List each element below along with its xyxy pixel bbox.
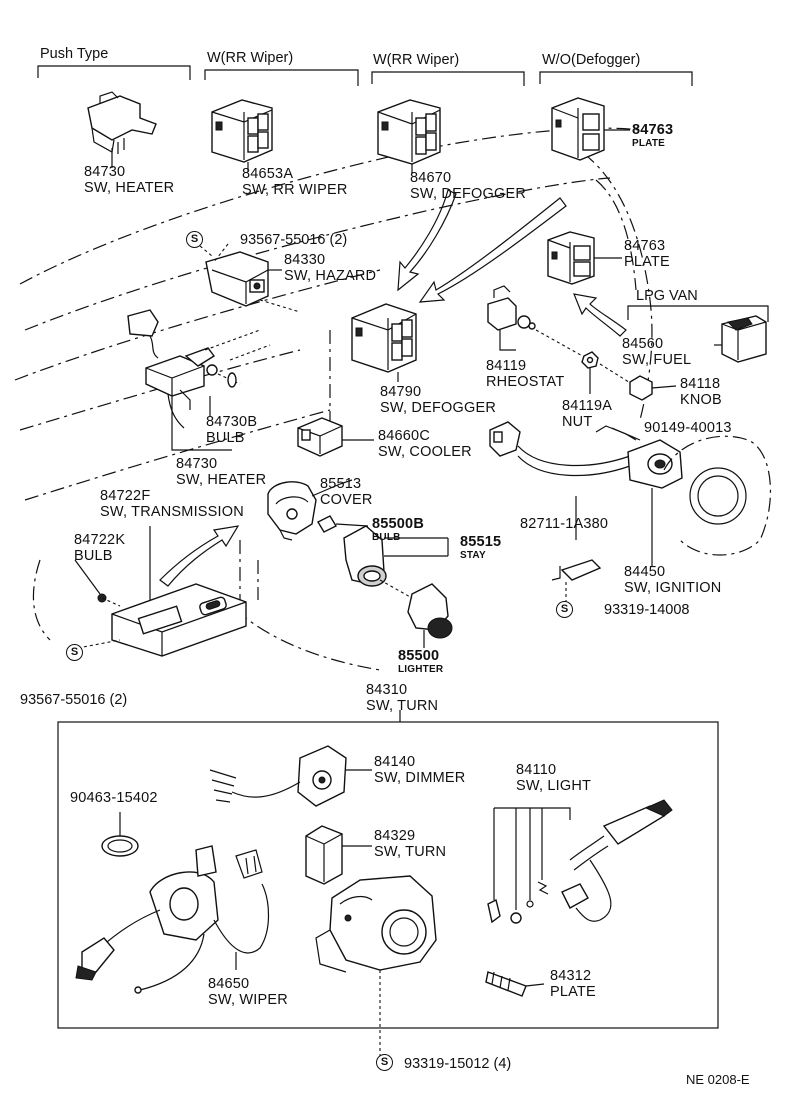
plate-84312-illustration bbox=[485, 971, 545, 997]
label-90149-40013: 90149-40013 bbox=[644, 420, 732, 436]
screw-badge-s1: S bbox=[186, 231, 203, 248]
defogger-switch-84670-illustration bbox=[377, 99, 441, 174]
screw-badge-s4: S bbox=[376, 1054, 393, 1071]
ignition-switch-illustration bbox=[489, 421, 772, 602]
heater-switch-84730-harness-illustration bbox=[127, 309, 271, 451]
screw-label-93319-15012: 93319-15012 (4) bbox=[404, 1056, 512, 1072]
clamp-illustration bbox=[101, 812, 139, 857]
nut-and-knob-illustration bbox=[581, 351, 677, 401]
screw-badge-s2: S bbox=[556, 601, 573, 618]
screw-badge-s3: S bbox=[66, 644, 83, 661]
screw-label-93567-55016-bottom: 93567-55016 (2) bbox=[20, 692, 128, 708]
turn-switch-84329-illustration bbox=[305, 825, 372, 885]
wiper-switch-illustration bbox=[75, 845, 270, 994]
plate-84763-mid-illustration bbox=[547, 231, 622, 285]
cigarette-lighter-assembly-illustration bbox=[267, 479, 453, 648]
label-90463-15402: 90463-15402 bbox=[70, 790, 158, 806]
screw-label-93567-55016-top: 93567-55016 (2) bbox=[240, 232, 348, 248]
reference-code: NE 0208-E bbox=[686, 1072, 750, 1087]
fuel-switch-illustration bbox=[714, 315, 767, 363]
dashboard-outline bbox=[14, 127, 653, 671]
dimmer-switch-illustration bbox=[209, 745, 372, 807]
rr-wiper-switch-illustration bbox=[211, 99, 273, 172]
screw-leader-s1 bbox=[199, 245, 213, 257]
screw-label-93319-14008: 93319-14008 bbox=[604, 602, 690, 618]
rheostat-illustration bbox=[487, 285, 587, 359]
defogger-switch-84790-illustration bbox=[351, 303, 417, 382]
header-w-rr-wiper-2: W(RR Wiper) bbox=[373, 52, 460, 68]
light-switch-illustration bbox=[487, 799, 673, 924]
turn-switch-assembly-box bbox=[57, 721, 719, 1029]
hazard-switch-illustration bbox=[205, 243, 301, 313]
header-w-rr-wiper-1: W(RR Wiper) bbox=[207, 50, 294, 66]
header-lpg-van: LPG VAN bbox=[636, 288, 698, 304]
assembly-arrows bbox=[159, 189, 627, 587]
header-brackets bbox=[37, 65, 769, 322]
transmission-switch-illustration bbox=[74, 526, 247, 657]
header-wo-defogger: W/O(Defogger) bbox=[542, 52, 641, 68]
cooler-switch-illustration bbox=[297, 417, 374, 457]
header-push-type: Push Type bbox=[40, 46, 109, 62]
heater-switch-push-illustration bbox=[87, 91, 157, 168]
label-82711-1a380: 82711-1A380 bbox=[520, 516, 609, 532]
plate-84763-top-illustration bbox=[551, 97, 630, 161]
combination-switch-body-illustration bbox=[315, 875, 437, 1060]
